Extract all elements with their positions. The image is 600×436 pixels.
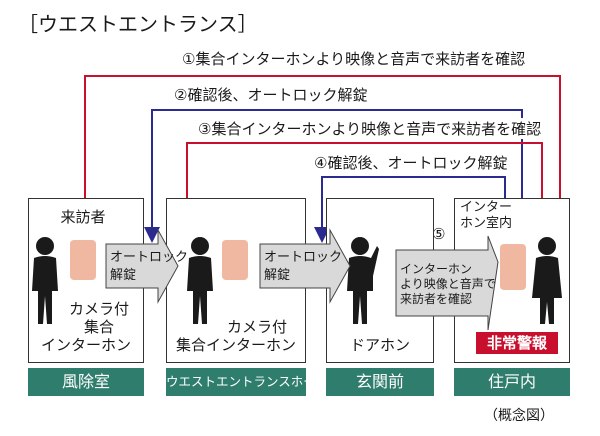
band-front-door: 玄関前 [326,368,434,396]
intercom-icon-1 [70,240,96,280]
step-3-label: ③集合インターホンより映像と音声で来訪者を確認 [196,118,544,139]
flow-arrow-1 [105,228,179,304]
visitor-label: 来訪者 [60,208,106,226]
flow-arrow-3 [395,235,499,331]
visitor-person-icon [30,236,60,330]
arrow3-line3: 来訪者を確認 [400,292,473,306]
step-4-label: ④確認後、オートロック解錠 [312,152,510,173]
band-vestibule: 風除室 [28,368,144,396]
step-2-label: ②確認後、オートロック解錠 [172,84,370,105]
resident-person-icon [532,236,562,330]
band-entrance-hall: ウエストエントランスホール [166,368,328,396]
b4-top-1: インター [459,200,512,215]
step1-line [84,75,568,233]
resident-person-icon-hall [185,236,215,330]
intercom-icon-room [500,244,526,290]
arrow1-line2: 解錠 [110,268,137,283]
b1-cap-1: カメラ付 [68,300,129,318]
b1-cap-2: 集合 [83,318,114,336]
flow-arrow-2 [259,228,351,304]
arrow3-line2: より映像と音声で [400,277,496,291]
step3-line [186,142,550,233]
emergency-alarm-badge: 非常警報 [476,332,558,354]
b4-top-2: ホン室内 [459,216,512,231]
b2-cap-2: 集合インターホン [175,336,296,354]
step-1-label: ①集合インターホンより映像と音声で来訪者を確認 [180,48,528,69]
arrow2-line2: 解錠 [264,268,291,283]
arrow3-line1: インターホン [400,262,473,276]
arrow1-line1: オートロック [110,250,189,265]
intercom-icon-2 [222,240,248,280]
band-residence: 住戸内 [454,368,570,396]
b2-cap-1: カメラ付 [226,318,287,336]
step2-line [144,109,523,243]
arrow2-line1: オートロック [264,250,343,265]
diagram-title: ［ウエストエントランス］ [18,12,258,36]
step-5-label: ⑤ [432,225,446,243]
concept-footnote: （概念図） [484,408,554,424]
b1-cap-3: インターホン [40,336,131,354]
visitor-person-icon-door [345,236,379,330]
b3-cap: ドアホン [349,336,410,354]
